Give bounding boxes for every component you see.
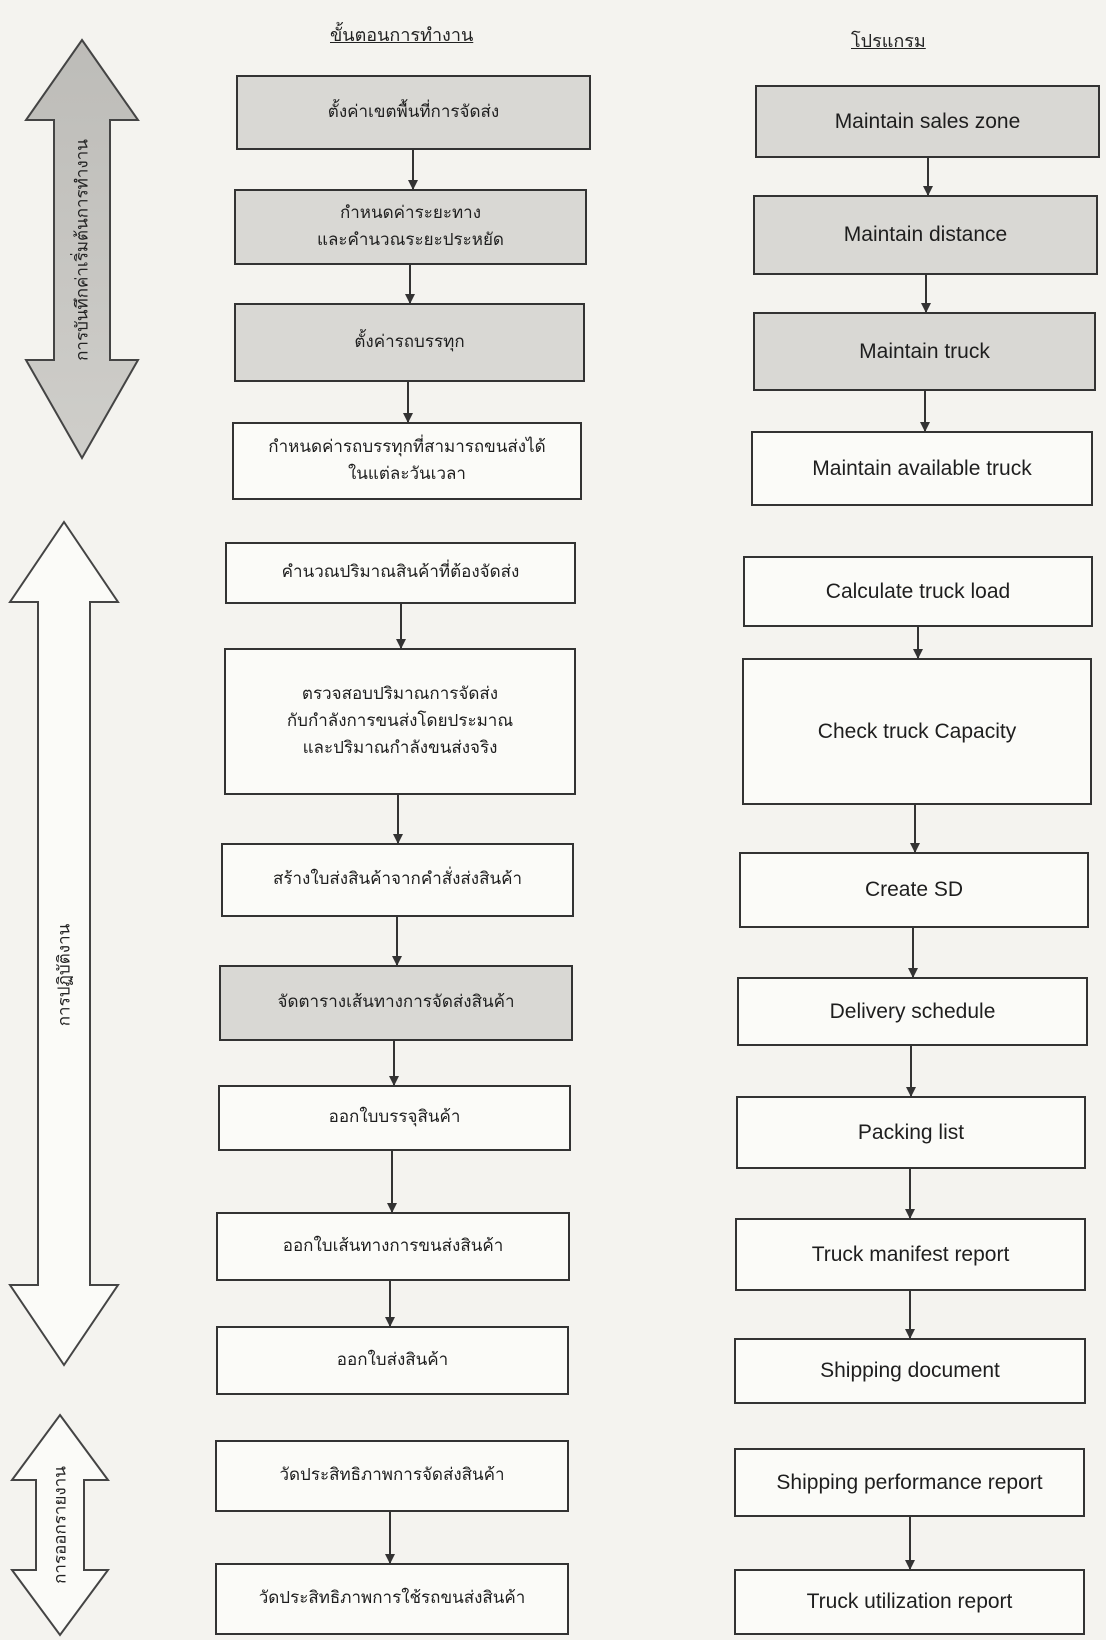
program-box-3: Maintain truck — [753, 312, 1096, 391]
program-box-12: Shipping performance report — [734, 1448, 1085, 1517]
step-box-1: ตั้งค่าเขตพื้นที่การจัดส่ง — [236, 75, 591, 150]
phase-label-setup: การบันทึกค่าเริ่มต้นการทำงาน — [72, 139, 93, 361]
program-box-7: Create SD — [739, 852, 1089, 928]
phase-label-report: การออกรายงาน — [50, 1466, 71, 1584]
program-box-8: Delivery schedule — [737, 977, 1088, 1046]
step-box-9: ออกใบบรรจุสินค้า — [218, 1085, 571, 1151]
step-box-10: ออกใบเส้นทางการขนส่งสินค้า — [216, 1212, 570, 1281]
program-box-5: Calculate truck load — [743, 556, 1093, 627]
program-box-9: Packing list — [736, 1096, 1086, 1169]
step-box-8: จัดตารางเส้นทางการจัดส่งสินค้า — [219, 965, 573, 1041]
step-box-3: ตั้งค่ารถบรรทุก — [234, 303, 585, 382]
step-box-12: วัดประสิทธิภาพการจัดส่งสินค้า — [215, 1440, 569, 1512]
step-box-5: คำนวณปริมาณสินค้าที่ต้องจัดส่ง — [225, 542, 576, 604]
header-program: โปรแกรม — [851, 31, 926, 52]
step-box-6: ตรวจสอบปริมาณการจัดส่ง กับกำลังการขนส่งโ… — [224, 648, 576, 795]
program-box-11: Shipping document — [734, 1338, 1086, 1404]
program-box-1: Maintain sales zone — [755, 85, 1100, 158]
program-box-13: Truck utilization report — [734, 1569, 1085, 1635]
step-box-13: วัดประสิทธิภาพการใช้รถขนส่งสินค้า — [215, 1563, 569, 1635]
program-box-2: Maintain distance — [753, 195, 1098, 275]
program-box-4: Maintain available truck — [751, 431, 1093, 506]
phase-arrow-report — [10, 1413, 110, 1637]
program-box-6: Check truck Capacity — [742, 658, 1092, 805]
step-box-2: กำหนดค่าระยะทาง และคำนวณระยะประหยัด — [234, 189, 587, 265]
phase-label-operation: การปฏิบัติงาน — [54, 923, 75, 1027]
program-box-10: Truck manifest report — [735, 1218, 1086, 1291]
phase-arrow-operation — [8, 520, 120, 1367]
header-steps: ขั้นตอนการทำงาน — [330, 25, 474, 46]
step-box-11: ออกใบส่งสินค้า — [216, 1326, 569, 1395]
phase-arrow-setup — [24, 38, 140, 461]
step-box-4: กำหนดค่ารถบรรทุกที่สามารถขนส่งได้ ในแต่ล… — [232, 422, 582, 500]
connectors — [385, 150, 933, 1570]
step-box-7: สร้างใบส่งสินค้าจากคำสั่งส่งสินค้า — [221, 843, 574, 917]
